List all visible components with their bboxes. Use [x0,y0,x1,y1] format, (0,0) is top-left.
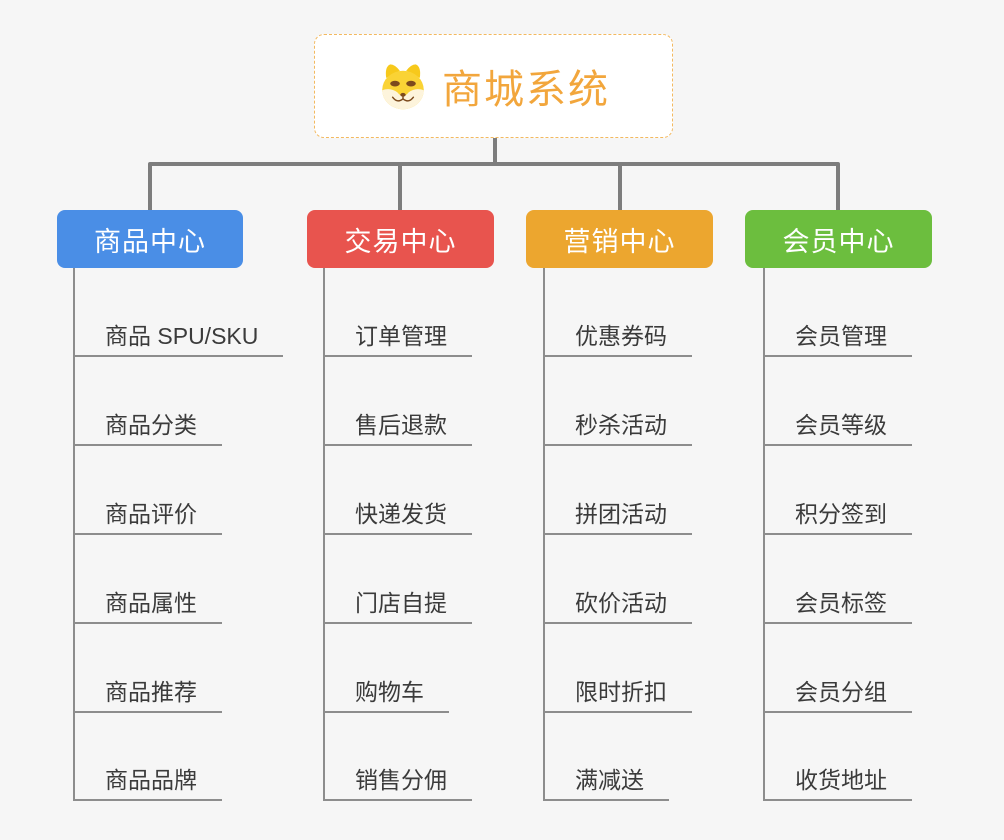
leaf-node[interactable]: 销售分佣 [323,766,472,801]
leaf-node[interactable]: 购物车 [323,678,449,713]
leaf-node[interactable]: 秒杀活动 [543,411,692,446]
leaf-node[interactable]: 砍价活动 [543,589,692,624]
leaf-node[interactable]: 订单管理 [323,322,472,357]
branch-node-member-center[interactable]: 会员中心 [745,210,932,268]
leaf-node[interactable]: 商品 SPU/SKU [73,322,284,357]
branch-column-marketing-center: 优惠券码 秒杀活动 拼团活动 砍价活动 限时折扣 满减送 [543,268,783,801]
leaf-node[interactable]: 满减送 [543,766,669,801]
leaf-node[interactable]: 售后退款 [323,411,472,446]
root-title: 商城系统 [442,68,610,112]
leaf-node[interactable]: 商品推荐 [73,678,222,713]
leaf-node[interactable]: 限时折扣 [543,678,692,713]
leaf-node[interactable]: 会员管理 [763,322,912,357]
leaf-node[interactable]: 优惠券码 [543,322,692,357]
leaf-node[interactable]: 拼团活动 [543,500,692,535]
leaf-node[interactable]: 快递发货 [323,500,472,535]
leaf-node[interactable]: 商品属性 [73,589,222,624]
leaf-node[interactable]: 积分签到 [763,500,912,535]
leaf-node[interactable]: 会员分组 [763,678,912,713]
leaf-node[interactable]: 商品分类 [73,411,222,446]
branch-column-product-center: 商品 SPU/SKU 商品分类 商品评价 商品属性 商品推荐 商品品牌 [73,268,313,801]
root-node[interactable]: 商城系统 [314,34,673,138]
leaf-node[interactable]: 收货地址 [763,766,912,801]
branch-node-trade-center[interactable]: 交易中心 [307,210,494,268]
shiba-dog-icon [382,64,424,110]
leaf-node[interactable]: 门店自提 [323,589,472,624]
branch-column-member-center: 会员管理 会员等级 积分签到 会员标签 会员分组 收货地址 [763,268,1003,801]
leaf-node[interactable]: 会员等级 [763,411,912,446]
branch-node-product-center[interactable]: 商品中心 [57,210,243,268]
leaf-node[interactable]: 商品品牌 [73,766,222,801]
branch-node-marketing-center[interactable]: 营销中心 [526,210,713,268]
branch-column-trade-center: 订单管理 售后退款 快递发货 门店自提 购物车 销售分佣 [323,268,563,801]
leaf-node[interactable]: 商品评价 [73,500,222,535]
leaf-node[interactable]: 会员标签 [763,589,912,624]
